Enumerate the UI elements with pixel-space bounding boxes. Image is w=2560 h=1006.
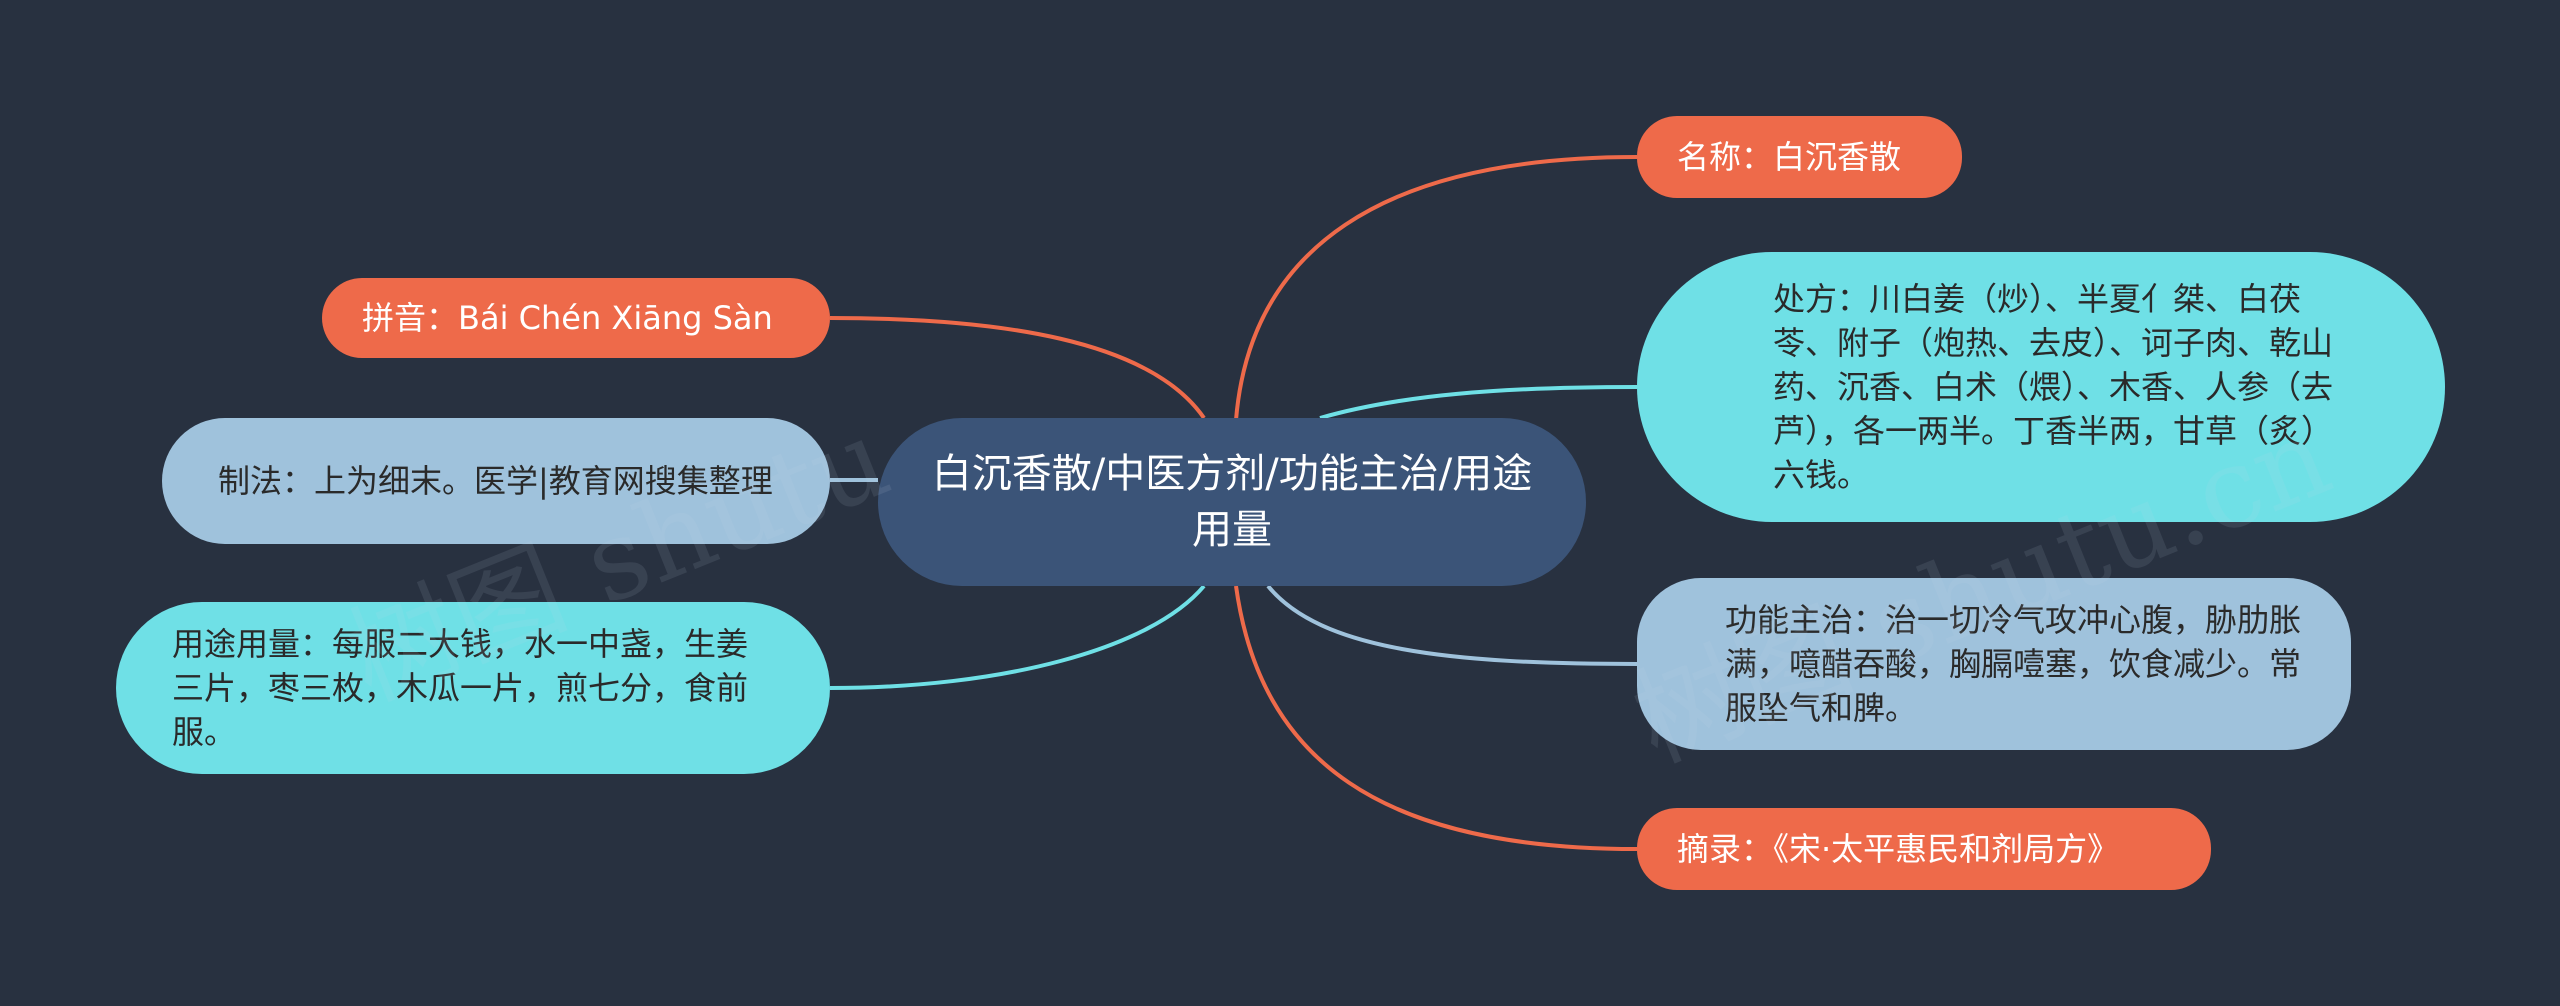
node-method-label: 制法：上为细末。医学|教育网搜集整理 bbox=[218, 462, 773, 500]
node-source[interactable]: 摘录：《宋·太平惠民和剂局方》 bbox=[1637, 808, 2211, 890]
node-name[interactable]: 名称：白沉香散 bbox=[1637, 116, 1962, 198]
node-method[interactable]: 制法：上为细末。医学|教育网搜集整理 bbox=[162, 418, 830, 544]
node-usage-label: 用途用量：每服二大钱，水一中盏，生姜三片，枣三枚，木瓜一片，煎七分，食前服。 bbox=[172, 625, 749, 751]
node-recipe[interactable]: 处方：川白姜（炒）、半夏亻桀、白茯苓、附子（炮热、去皮）、诃子肉、乾山药、沉香、… bbox=[1637, 252, 2445, 522]
node-recipe-label: 处方：川白姜（炒）、半夏亻桀、白茯苓、附子（炮热、去皮）、诃子肉、乾山药、沉香、… bbox=[1773, 280, 2334, 494]
root-node[interactable]: 白沉香散/中医方剂/功能主治/用途用量 bbox=[878, 418, 1586, 586]
connector-pinyin bbox=[829, 316, 1206, 420]
node-pinyin[interactable]: 拼音：Bái Chén Xiāng Sàn bbox=[322, 278, 830, 358]
node-source-label: 摘录：《宋·太平惠民和剂局方》 bbox=[1677, 830, 2120, 868]
node-pinyin-label: 拼音：Bái Chén Xiāng Sàn bbox=[362, 299, 773, 337]
connector-source bbox=[1234, 585, 1638, 851]
connector-recipe bbox=[1319, 385, 1638, 420]
node-function[interactable]: 功能主治：治一切冷气攻冲心腹，胁肋胀满，噫醋吞酸，胸膈噎塞，饮食减少。常服坠气和… bbox=[1637, 578, 2351, 750]
node-name-label: 名称：白沉香散 bbox=[1677, 138, 1902, 176]
connector-name bbox=[1234, 155, 1638, 421]
node-function-label: 功能主治：治一切冷气攻冲心腹，胁肋胀满，噫醋吞酸，胸膈噎塞，饮食减少。常服坠气和… bbox=[1725, 601, 2302, 727]
connector-func bbox=[1266, 584, 1638, 666]
root-label: 白沉香散/中医方剂/功能主治/用途用量 bbox=[931, 451, 1533, 553]
node-usage[interactable]: 用途用量：每服二大钱，水一中盏，生姜三片，枣三枚，木瓜一片，煎七分，食前服。 bbox=[116, 602, 830, 774]
connector-usage bbox=[829, 584, 1206, 690]
